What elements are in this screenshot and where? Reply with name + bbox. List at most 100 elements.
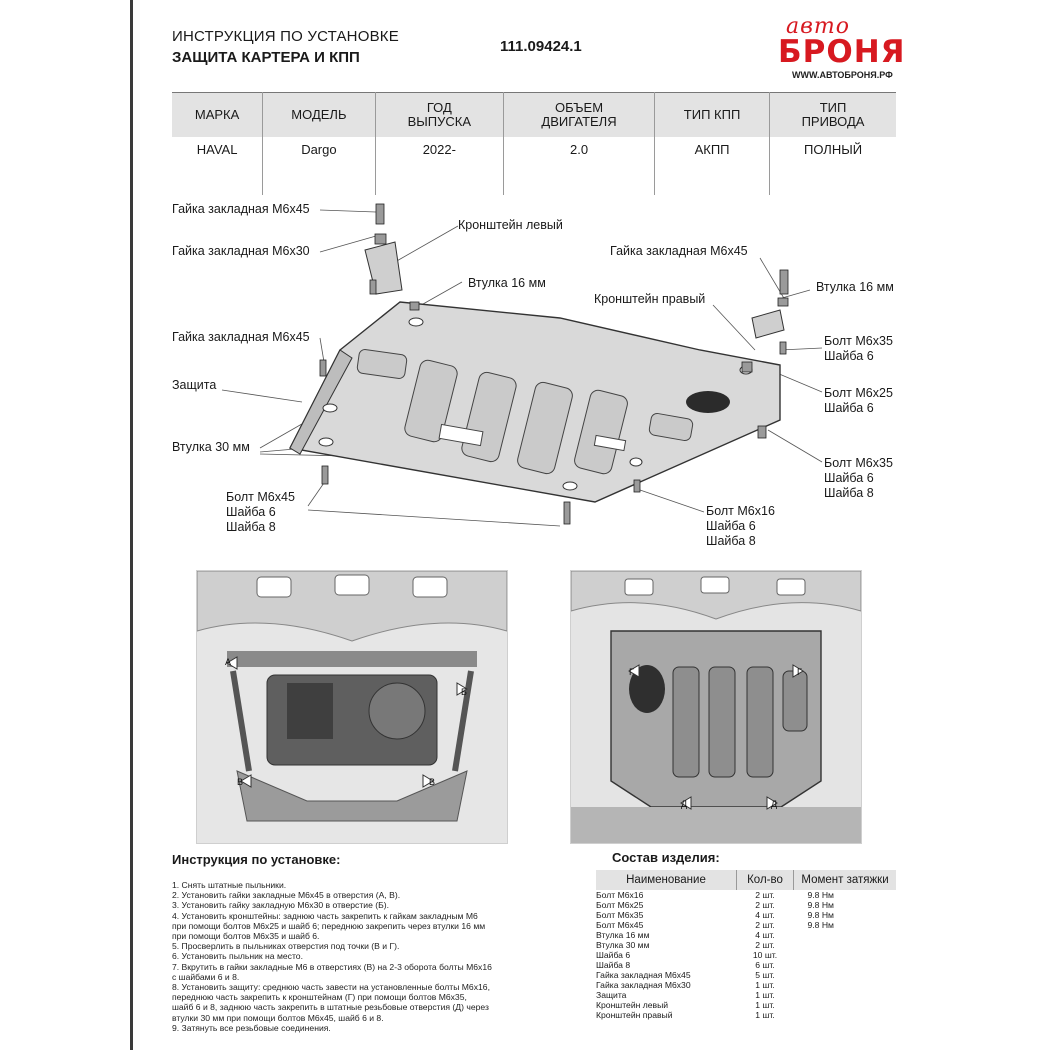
doc-title-line1: ИНСТРУКЦИЯ ПО УСТАНОВКЕ [172,28,399,45]
components-header: Момент затяжки [793,870,896,890]
label-bolt-m6x45: Болт М6х45 Шайба 6 Шайба 8 [226,490,295,534]
component-torque [794,1010,897,1020]
component-qty: 4 шт. [755,930,775,940]
mark-A: А [225,657,231,667]
label-bushing-30: Втулка 30 мм [172,440,250,454]
spec-header: МАРКА [172,92,264,137]
spec-header: ТИП КПП [654,92,771,137]
component-name: Шайба 6 [596,950,631,960]
mark-B: Б [461,687,467,697]
table-row: Гайка закладная М6х30 1 шт. [596,980,896,990]
components-header: Кол-во [736,870,794,890]
label-nut-m6x45-top: Гайка закладная М6х45 [172,202,310,216]
label-nut-m6x45-left: Гайка закладная М6х45 [172,330,310,344]
component-torque [794,1000,897,1010]
label-nut-m6x30: Гайка закладная М6х30 [172,244,310,258]
component-torque: 9.8 Нм [807,890,834,900]
spec-cell: 2.0 [503,137,656,195]
component-torque [794,940,897,950]
table-row: Шайба 6 10 шт. [596,950,896,960]
component-name: Болт М6х35 [596,910,644,920]
label-bolt-m6x35-a: Болт М6х35 Шайба 6 [824,334,893,363]
mark-G-left: Г [629,667,634,677]
component-torque [794,950,897,960]
part-number: 111.09424.1 [500,38,582,55]
component-name: Шайба 8 [596,960,631,970]
table-row: Втулка 30 мм 2 шт. [596,940,896,950]
component-name: Болт М6х16 [596,890,644,900]
mark-V-right: В [429,777,435,787]
mark-D-left: Д [681,799,687,809]
component-name: Втулка 16 мм [596,930,650,940]
exploded-assembly-diagram [221,203,823,527]
spec-cell: Dargo [262,137,376,195]
photo-engine-underside: А Б В В [196,570,508,844]
component-torque [794,980,897,990]
table-row: Кронштейн правый 1 шт. [596,1010,896,1020]
component-qty: 2 шт. [755,920,775,930]
label-bracket-left: Кронштейн левый [458,218,563,232]
components-header: Наименование [596,870,737,890]
component-qty: 1 шт. [755,980,775,990]
logo-script: авто [786,14,851,39]
photo-installed-plate: Г Г Д Д [570,570,862,844]
mark-G-right: Г [797,667,802,677]
logo-word: БРОНЯ [778,34,906,70]
component-qty: 6 шт. [755,960,775,970]
component-torque [794,930,897,940]
mark-V-left: В [237,777,243,787]
table-row: Защита 1 шт. [596,990,896,1000]
components-title: Состав изделия: [612,850,720,865]
table-row: Болт М6х35 4 шт. 9.8 Нм [596,910,896,920]
component-torque: 9.8 Нм [807,920,834,930]
component-qty: 1 шт. [755,1000,775,1010]
component-qty: 2 шт. [755,890,775,900]
spec-cell: HAVAL [172,137,264,195]
spec-cell: АКПП [654,137,771,195]
component-name: Втулка 30 мм [596,940,650,950]
left-margin-bar [0,0,133,1050]
label-bolt-m6x25: Болт М6х25 Шайба 6 [824,386,893,415]
table-row: Шайба 8 6 шт. [596,960,896,970]
component-qty: 1 шт. [755,1010,775,1020]
component-name: Защита [596,990,627,1000]
mark-D-right: Д [771,799,777,809]
component-torque: 9.8 Нм [807,900,834,910]
doc-title-line2: ЗАЩИТА КАРТЕРА И КПП [172,49,360,66]
label-bushing-16-right: Втулка 16 мм [816,280,894,294]
component-torque [794,960,897,970]
table-row: Гайка закладная М6х45 5 шт. [596,970,896,980]
instructions-steps: 1. Снять штатные пыльники. 2. Установить… [172,880,492,1033]
label-nut-m6x45-right: Гайка закладная М6х45 [610,244,748,258]
component-qty: 5 шт. [755,970,775,980]
component-name: Гайка закладная М6х30 [596,980,691,990]
table-row: Болт М6х25 2 шт. 9.8 Нм [596,900,896,910]
label-bracket-right: Кронштейн правый [594,292,706,306]
component-name: Кронштейн правый [596,1010,673,1020]
component-torque [794,970,897,980]
component-qty: 10 шт. [752,950,778,960]
spec-cell: ПОЛНЫЙ [803,142,863,157]
label-protection: Защита [172,378,217,392]
component-name: Гайка закладная М6х45 [596,970,691,980]
component-name: Болт М6х45 [596,920,644,930]
component-qty: 4 шт. [755,910,775,920]
component-qty: 2 шт. [755,940,775,950]
component-qty: 1 шт. [755,990,775,1000]
logo-url: WWW.АВТОБРОНЯ.РФ [792,70,893,80]
label-bushing-16-left: Втулка 16 мм [468,276,546,290]
label-bolt-m6x16: Болт М6х16 Шайба 6 Шайба 8 [706,504,775,548]
spec-header: МОДЕЛЬ [262,92,376,137]
table-row: Втулка 16 мм 4 шт. [596,930,896,940]
spec-cell: 2022- [375,137,504,195]
components-table: Наименование Кол-во Момент затяжки Болт … [596,870,896,1020]
label-bolt-m6x35-b: Болт М6х35 Шайба 6 Шайба 8 [824,456,893,500]
component-name: Болт М6х25 [596,900,644,910]
component-torque: 9.8 Нм [807,910,834,920]
component-torque [794,990,897,1000]
component-qty: 2 шт. [755,900,775,910]
